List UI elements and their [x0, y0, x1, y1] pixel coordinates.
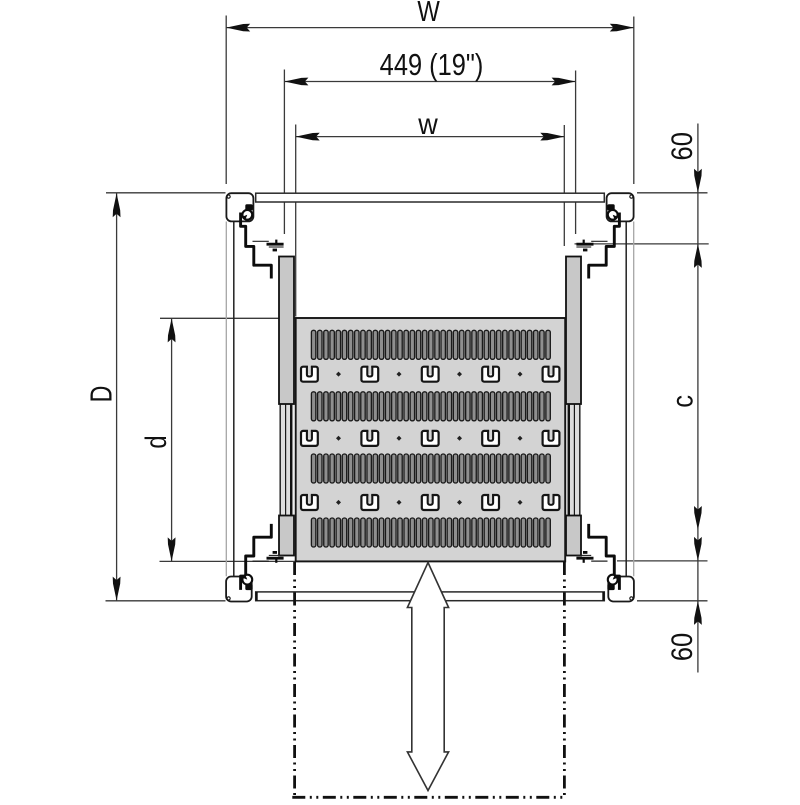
svg-text:60: 60: [665, 132, 698, 160]
svg-text:60: 60: [665, 633, 698, 661]
svg-text:w: w: [417, 108, 438, 142]
svg-text:c: c: [665, 395, 698, 408]
svg-text:449 (19"): 449 (19"): [380, 47, 484, 82]
svg-text:d: d: [139, 435, 172, 448]
svg-text:W: W: [417, 0, 439, 28]
svg-text:D: D: [83, 386, 118, 403]
